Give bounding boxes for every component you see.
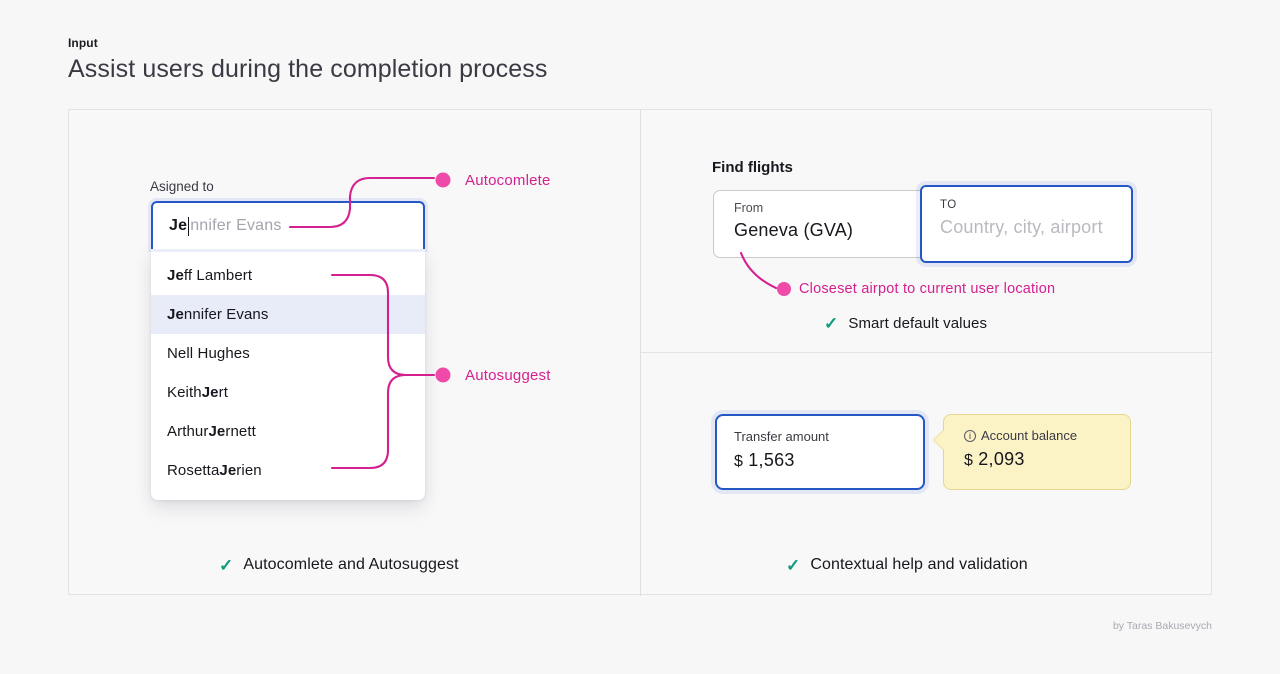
annotation-autosuggest: Autosuggest (465, 367, 551, 384)
page-title: Assist users during the completion proce… (68, 55, 548, 83)
from-field-label: From (734, 201, 764, 215)
text-caret (188, 216, 190, 236)
from-field[interactable]: From Geneva (GVA) (713, 190, 925, 258)
suggestion-item[interactable]: Nell Hughes (151, 334, 425, 373)
suggestion-rest: rien (236, 462, 262, 479)
transfer-currency-symbol: $ (734, 453, 744, 470)
suggestion-prefix: Rosetta (167, 462, 220, 479)
account-balance-tooltip: i Account balance $2,093 (934, 414, 1131, 490)
suggestion-match: Je (208, 423, 226, 440)
assigned-to-input[interactable]: Je nnifer Evans (151, 201, 425, 249)
caption-smart-defaults: ✓ Smart default values (824, 315, 987, 332)
suggestion-rest: rnett (225, 423, 256, 440)
typed-text: Je (169, 217, 188, 234)
account-balance-value: $2,093 (964, 449, 1130, 470)
caption-smart-defaults-label: Smart default values (848, 315, 988, 332)
to-field-label: TO (940, 199, 957, 211)
tooltip-arrow (934, 429, 945, 451)
suggestion-match: Je (167, 306, 184, 323)
to-field-placeholder: Country, city, airport (940, 217, 1103, 237)
suggestion-rest: nnifer Evans (183, 306, 269, 323)
suggestion-rest: Nell Hughes (167, 345, 250, 362)
annotation-closest-airport: Closeset airpot to current user location (799, 281, 1056, 297)
from-field-value: Geneva (GVA) (734, 220, 854, 240)
check-icon: ✓ (786, 555, 801, 575)
caption-right-label: Contextual help and validation (810, 556, 1028, 573)
info-icon: i (964, 429, 976, 442)
caption-autocomplete-autosuggest: ✓ Autocomlete and Autosuggest (219, 556, 459, 574)
vertical-divider (640, 110, 641, 596)
transfer-amount-field[interactable]: Transfer amount $1,563 (715, 414, 925, 490)
find-flights-title: Find flights (712, 159, 793, 176)
transfer-amount-value: $1,563 (734, 450, 923, 471)
assigned-to-label: Asigned to (150, 179, 214, 194)
page-kicker: Input (68, 36, 98, 50)
suggestion-prefix: Arthur (167, 423, 209, 440)
balance-currency-symbol: $ (964, 452, 974, 469)
suggestion-match: Je (219, 462, 237, 479)
author-credit: by Taras Bakusevych (1112, 620, 1212, 632)
balance-amount-number: 2,093 (978, 449, 1025, 469)
annotation-autocomplete: Autocomlete (465, 172, 551, 189)
account-balance-label: Account balance (981, 428, 1078, 443)
suggestion-match: Je (167, 267, 184, 284)
horizontal-divider (641, 352, 1213, 353)
to-field[interactable]: TO Country, city, airport (920, 185, 1133, 263)
suggestion-match: Je (201, 384, 219, 401)
transfer-amount-label: Transfer amount (734, 429, 829, 444)
transfer-amount-number: 1,563 (748, 450, 795, 470)
check-icon: ✓ (219, 555, 234, 575)
caption-contextual-help: ✓ Contextual help and validation (786, 556, 1028, 574)
caption-left-label: Autocomlete and Autosuggest (243, 556, 459, 573)
flight-search-group: From Geneva (GVA) TO Country, city, airp… (713, 185, 1133, 263)
suggestion-rest: ff Lambert (183, 267, 253, 284)
check-icon: ✓ (824, 314, 839, 333)
suggestion-rest: rt (218, 384, 228, 401)
suggestion-prefix: Keith (167, 384, 202, 401)
ghost-completion-text: nnifer Evans (190, 217, 282, 234)
account-balance-label-row: i Account balance (964, 428, 1130, 443)
